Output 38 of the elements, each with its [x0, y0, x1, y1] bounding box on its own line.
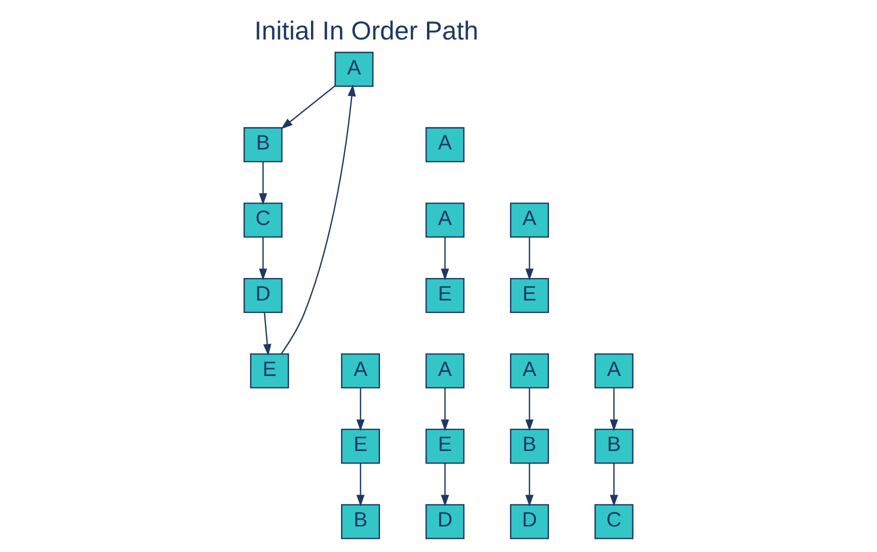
arrow: [440, 463, 450, 507]
node-box: B: [244, 127, 283, 162]
node-box: A: [341, 353, 380, 388]
node-box: B: [594, 428, 634, 464]
arrow: [280, 84, 356, 354]
arrow: [258, 162, 268, 206]
arrow: [525, 388, 534, 432]
arrow: [525, 463, 534, 507]
node-box: C: [594, 504, 634, 540]
arrow: [525, 237, 534, 280]
node-box: C: [244, 202, 283, 238]
node-box: B: [341, 504, 380, 540]
node-box: E: [510, 278, 549, 314]
node-box: D: [510, 504, 549, 540]
arrow: [440, 388, 450, 432]
node-box: E: [426, 428, 464, 464]
arrow: [258, 237, 268, 280]
node-box: E: [426, 278, 464, 314]
node-box: A: [426, 202, 464, 238]
arrow: [610, 388, 618, 432]
node-box: A: [426, 353, 464, 388]
arrow: [263, 312, 272, 356]
node-box: D: [244, 278, 283, 314]
arrow: [280, 85, 336, 130]
arrow: [610, 463, 618, 507]
node-box: A: [594, 353, 634, 388]
node-box: E: [250, 353, 290, 388]
arrow: [356, 463, 365, 507]
node-box: A: [510, 353, 549, 388]
node-box: D: [426, 504, 464, 540]
node-box: B: [510, 428, 549, 464]
node-box: A: [334, 52, 374, 87]
arrow: [440, 237, 450, 280]
node-box: A: [426, 127, 464, 162]
node-box: A: [510, 202, 549, 238]
arrow: [356, 388, 365, 432]
diagram-title: Initial In Order Path: [254, 15, 478, 46]
node-box: E: [341, 428, 380, 464]
